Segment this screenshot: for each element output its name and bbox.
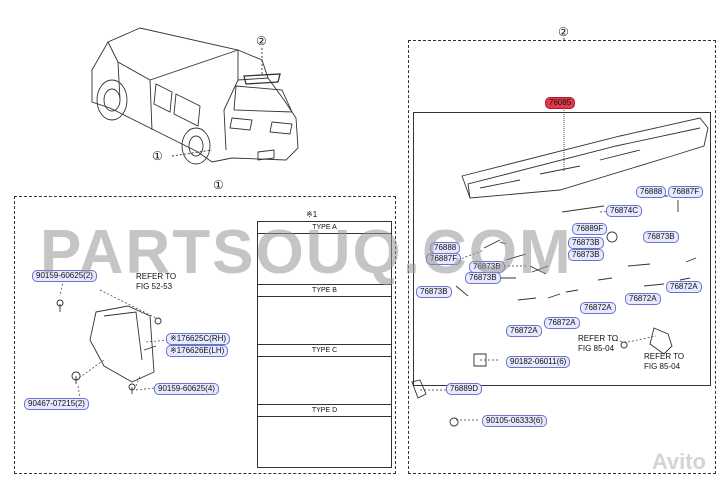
watermark-partsouq: PARTSOUQ.COM bbox=[40, 218, 573, 287]
part-90182-06011[interactable]: 90182-06011(6) bbox=[506, 356, 571, 368]
part-76872a-a[interactable]: 76872A bbox=[666, 281, 702, 293]
type-d-header: TYPE D bbox=[258, 405, 391, 417]
part-76872a-e[interactable]: 76872A bbox=[506, 325, 542, 337]
callout-2-panel: ② bbox=[558, 25, 569, 39]
type-b-header: TYPE B bbox=[258, 285, 391, 297]
callout-1-panel: ① bbox=[213, 178, 224, 192]
watermark-avito: Avito bbox=[651, 449, 706, 474]
part-90467-07215[interactable]: 90467-07215(2) bbox=[24, 398, 89, 410]
part-76873b-c[interactable]: 76873B bbox=[568, 249, 604, 261]
asterisk-note: ※1 bbox=[306, 210, 318, 219]
refer-fig-label-3[interactable]: FIG 85-04 bbox=[644, 362, 681, 371]
callout-1-car: ① bbox=[152, 149, 163, 163]
part-76872a-b[interactable]: 76872A bbox=[625, 293, 661, 305]
part-76626e-lh[interactable]: ※176626E(LH) bbox=[166, 345, 229, 357]
left-parts-panel bbox=[14, 196, 396, 474]
part-76887f-a[interactable]: 76887F bbox=[668, 186, 704, 198]
refer-to-label-2: REFER TO bbox=[578, 334, 619, 343]
part-76872a-d[interactable]: 76872A bbox=[544, 317, 580, 329]
type-b-box: TYPE B bbox=[257, 284, 392, 346]
part-76888-a[interactable]: 76888 bbox=[636, 186, 667, 198]
part-76889f[interactable]: 76889F bbox=[572, 223, 608, 235]
refer-fig-label-2[interactable]: FIG 85-04 bbox=[578, 344, 615, 353]
part-90159-60625-2[interactable]: 90159-60625(2) bbox=[32, 270, 97, 282]
spoiler-assembly-box bbox=[413, 112, 711, 386]
part-76873b-a[interactable]: 76873B bbox=[643, 231, 679, 243]
part-90159-60625-4[interactable]: 90159-60625(4) bbox=[154, 383, 219, 395]
right-parts-panel bbox=[408, 40, 716, 474]
refer-to-label-3: REFER TO bbox=[644, 352, 685, 361]
part-76887f-b[interactable]: 76887F bbox=[426, 253, 462, 265]
type-d-box: TYPE D bbox=[257, 404, 392, 468]
type-a-box: TYPE A bbox=[257, 221, 392, 286]
type-c-header: TYPE C bbox=[258, 345, 391, 357]
refer-fig-label-1[interactable]: FIG 52-53 bbox=[136, 282, 173, 291]
part-76872a-c[interactable]: 76872A bbox=[580, 302, 616, 314]
type-c-box: TYPE C bbox=[257, 344, 392, 406]
part-76889d[interactable]: 76889D bbox=[446, 383, 483, 395]
part-76873b-e[interactable]: 76873B bbox=[465, 272, 501, 284]
type-a-header: TYPE A bbox=[258, 222, 391, 234]
part-76874c[interactable]: 76874C bbox=[606, 205, 643, 217]
part-76873b-b[interactable]: 76873B bbox=[568, 237, 604, 249]
part-76085[interactable]: 76085 bbox=[545, 97, 576, 109]
part-90105-06333[interactable]: 90105-06333(6) bbox=[482, 415, 547, 427]
part-76625c-rh[interactable]: ※176625C(RH) bbox=[166, 333, 231, 345]
part-76873b-f[interactable]: 76873B bbox=[416, 286, 452, 298]
callout-2-car: ② bbox=[256, 34, 267, 48]
refer-to-label-1: REFER TO bbox=[136, 272, 177, 281]
